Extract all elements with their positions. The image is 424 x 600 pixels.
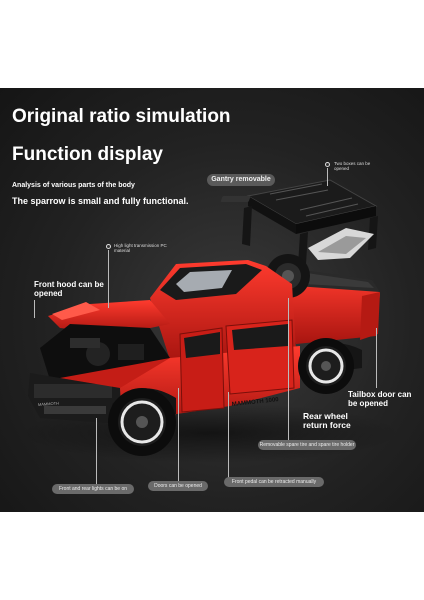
- leader-line: [178, 388, 179, 482]
- callout-transmission: High light transmission PC material: [114, 243, 167, 253]
- callout-rear-wheel: Rear wheel return force: [303, 411, 351, 430]
- callout-tailbox-door: Tailbox door can be opened: [348, 390, 412, 408]
- analysis-text: Analysis of various parts of the body: [12, 182, 135, 189]
- truck-illustration: MAMMOTH 1000 MAMMOTH: [20, 179, 400, 463]
- front-badge-text: MAMMOTH: [38, 401, 60, 407]
- side-badge-text: MAMMOTH 1000: [232, 397, 280, 408]
- gantry-rack-part: [220, 179, 378, 266]
- tagline-text: The sparrow is small and fully functiona…: [12, 196, 189, 206]
- callout-dot: [325, 162, 330, 167]
- callout-doors: Doors can be opened: [148, 481, 208, 491]
- leader-line: [96, 418, 97, 484]
- callout-spare-tire: Removable spare tire and spare tire hold…: [258, 440, 356, 450]
- function-heading: Function display: [12, 144, 163, 165]
- rear-wheel: [298, 338, 354, 394]
- product-feature-panel: MAMMOTH 1000 MAMMOTH Original ratio simu…: [0, 88, 424, 512]
- callout-dot: [106, 244, 111, 249]
- callout-front-lights: Front and rear lights can be on: [52, 484, 134, 494]
- callout-front-pedal: Front pedal can be retracted manually: [224, 477, 324, 487]
- leader-line: [108, 250, 109, 308]
- leader-line: [376, 328, 377, 388]
- page-title: Original ratio simulation: [12, 106, 231, 127]
- leader-line: [288, 298, 289, 440]
- front-wheel: [108, 388, 176, 456]
- leader-line: [327, 168, 328, 186]
- callout-front-hood: Front hood can be opened: [34, 280, 104, 298]
- callout-two-boxes: Two boxes can be opened: [334, 161, 371, 171]
- callout-gantry-removable: Gantry removable: [207, 174, 275, 186]
- leader-line: [34, 300, 35, 318]
- leader-line: [228, 392, 229, 478]
